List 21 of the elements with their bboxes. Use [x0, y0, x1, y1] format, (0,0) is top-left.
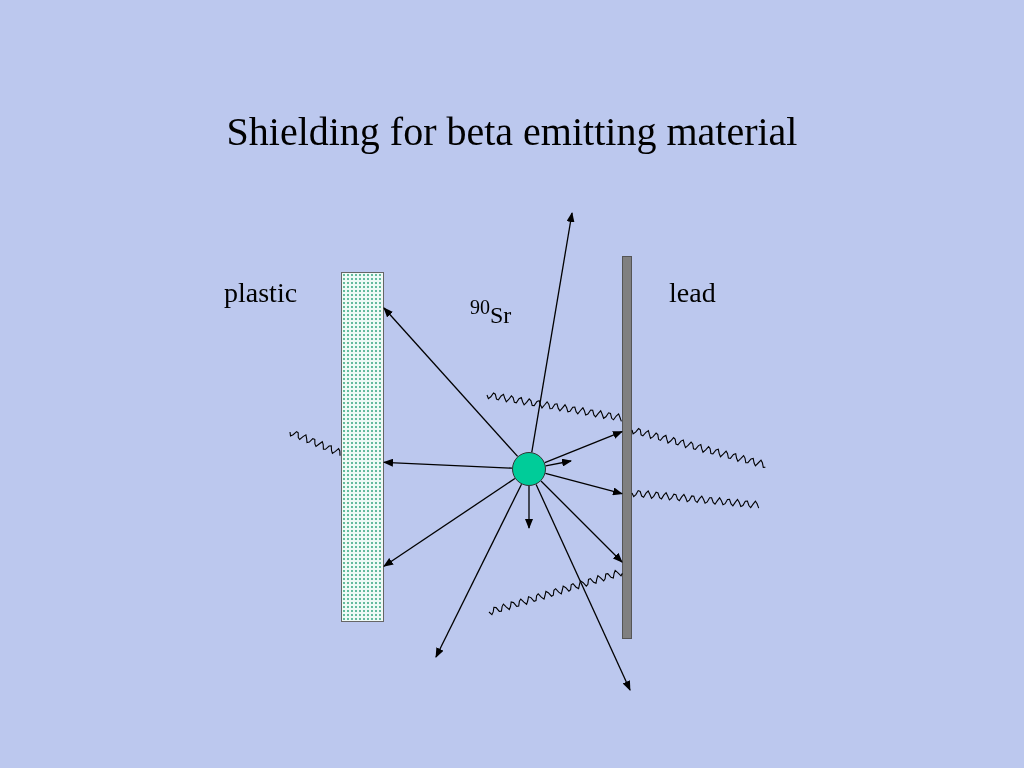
beta-arrow: [535, 483, 631, 691]
beta-arrow: [383, 307, 519, 458]
beta-arrow: [545, 458, 572, 467]
beta-arrow: [531, 212, 575, 453]
beta-arrow: [544, 472, 623, 496]
beta-arrow: [525, 485, 533, 529]
slide-title: Shielding for beta emitting material: [225, 108, 799, 155]
beta-arrow: [383, 477, 516, 567]
isotope-label: $^{90}$Sr: [470, 296, 512, 329]
beta-arrow: [435, 483, 523, 658]
photon-wave: [486, 392, 622, 422]
slab-label: plastic: [224, 277, 298, 309]
photon-wave: [289, 430, 341, 457]
photon-wave: [631, 427, 766, 468]
beta-arrow: [540, 480, 623, 563]
source-circle: [512, 452, 546, 486]
beta-arrow: [383, 458, 513, 469]
photon-wave: [488, 569, 623, 616]
slab-label: lead: [669, 277, 716, 309]
photon-wave: [631, 489, 760, 509]
beta-arrow: [544, 430, 623, 464]
